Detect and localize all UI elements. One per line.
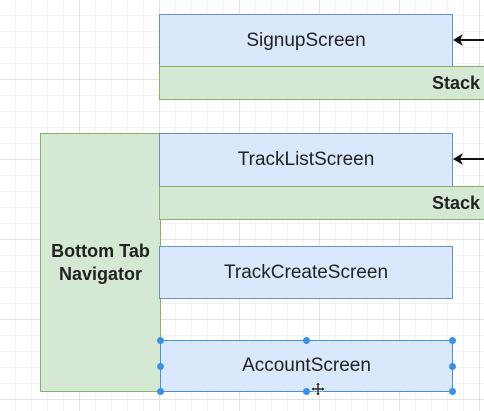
track-create-screen-node[interactable]: TrackCreateScreen	[159, 246, 453, 299]
account-screen-label: AccountScreen	[242, 355, 371, 376]
track-list-screen-label: TrackListScreen	[237, 149, 375, 170]
resize-handle-top-right[interactable]	[449, 337, 456, 344]
stack-navigator-bottom-node[interactable]: Stack N	[159, 186, 484, 220]
signup-screen-node[interactable]: SignupScreen	[159, 14, 453, 67]
track-create-screen-label: TrackCreateScreen	[223, 261, 389, 283]
stack-navigator-top-node[interactable]: Stack N	[159, 66, 484, 100]
stack-navigator-top-label: Stack N	[431, 72, 484, 93]
stack-navigator-bottom-label: Stack N	[431, 192, 484, 213]
bottom-tab-navigator-label-line1: Bottom Tab	[51, 240, 150, 261]
track-list-screen-node[interactable]: TrackListScreen	[159, 133, 453, 187]
bottom-tab-navigator-node[interactable]: Bottom Tab Navigator	[40, 133, 161, 392]
resize-handle-top-left[interactable]	[157, 337, 164, 344]
arrow-left-icon[interactable]	[452, 151, 484, 167]
bottom-tab-navigator-label-line2: Navigator	[58, 263, 143, 284]
arrow-left-icon[interactable]	[452, 32, 484, 48]
resize-handle-bottom-right[interactable]	[449, 388, 456, 395]
resize-handle-bottom-left[interactable]	[157, 388, 164, 395]
signup-screen-label: SignupScreen	[246, 29, 366, 51]
move-cursor-icon	[311, 382, 325, 396]
resize-handle-middle-right[interactable]	[449, 363, 456, 370]
resize-handle-middle-left[interactable]	[157, 363, 164, 370]
resize-handle-bottom-middle[interactable]	[303, 388, 310, 395]
selection-outline	[160, 340, 453, 392]
resize-handle-top-middle[interactable]	[303, 337, 310, 344]
